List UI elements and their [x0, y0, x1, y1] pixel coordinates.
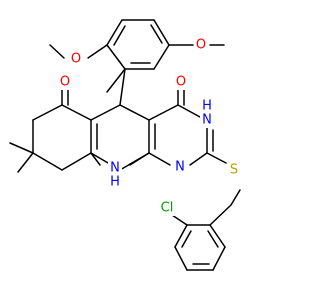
atom-o-amide: O — [176, 75, 186, 90]
bond-skeleton — [9, 19, 241, 271]
atom-s-thioether: S — [230, 163, 238, 178]
atom-h-bridge: H — [110, 175, 120, 190]
atom-n-amide: N — [202, 113, 212, 128]
molecule-drawing: O O O O N H N N H S Cl — [9, 19, 241, 271]
atom-labels: O O O O N H N N H S Cl — [58, 37, 241, 216]
atom-o-methoxy-top: O — [196, 38, 206, 53]
molecule-structure-diagram: O O O O N H N N H S Cl — [9, 19, 241, 271]
atom-h-amide: H — [202, 99, 212, 114]
atom-o-ketone: O — [60, 75, 70, 90]
atom-n-ring: N — [175, 160, 185, 175]
atom-o-methoxy-left: O — [71, 52, 81, 67]
atom-cl: Cl — [161, 201, 174, 216]
atom-n-bridge: N — [110, 161, 120, 176]
